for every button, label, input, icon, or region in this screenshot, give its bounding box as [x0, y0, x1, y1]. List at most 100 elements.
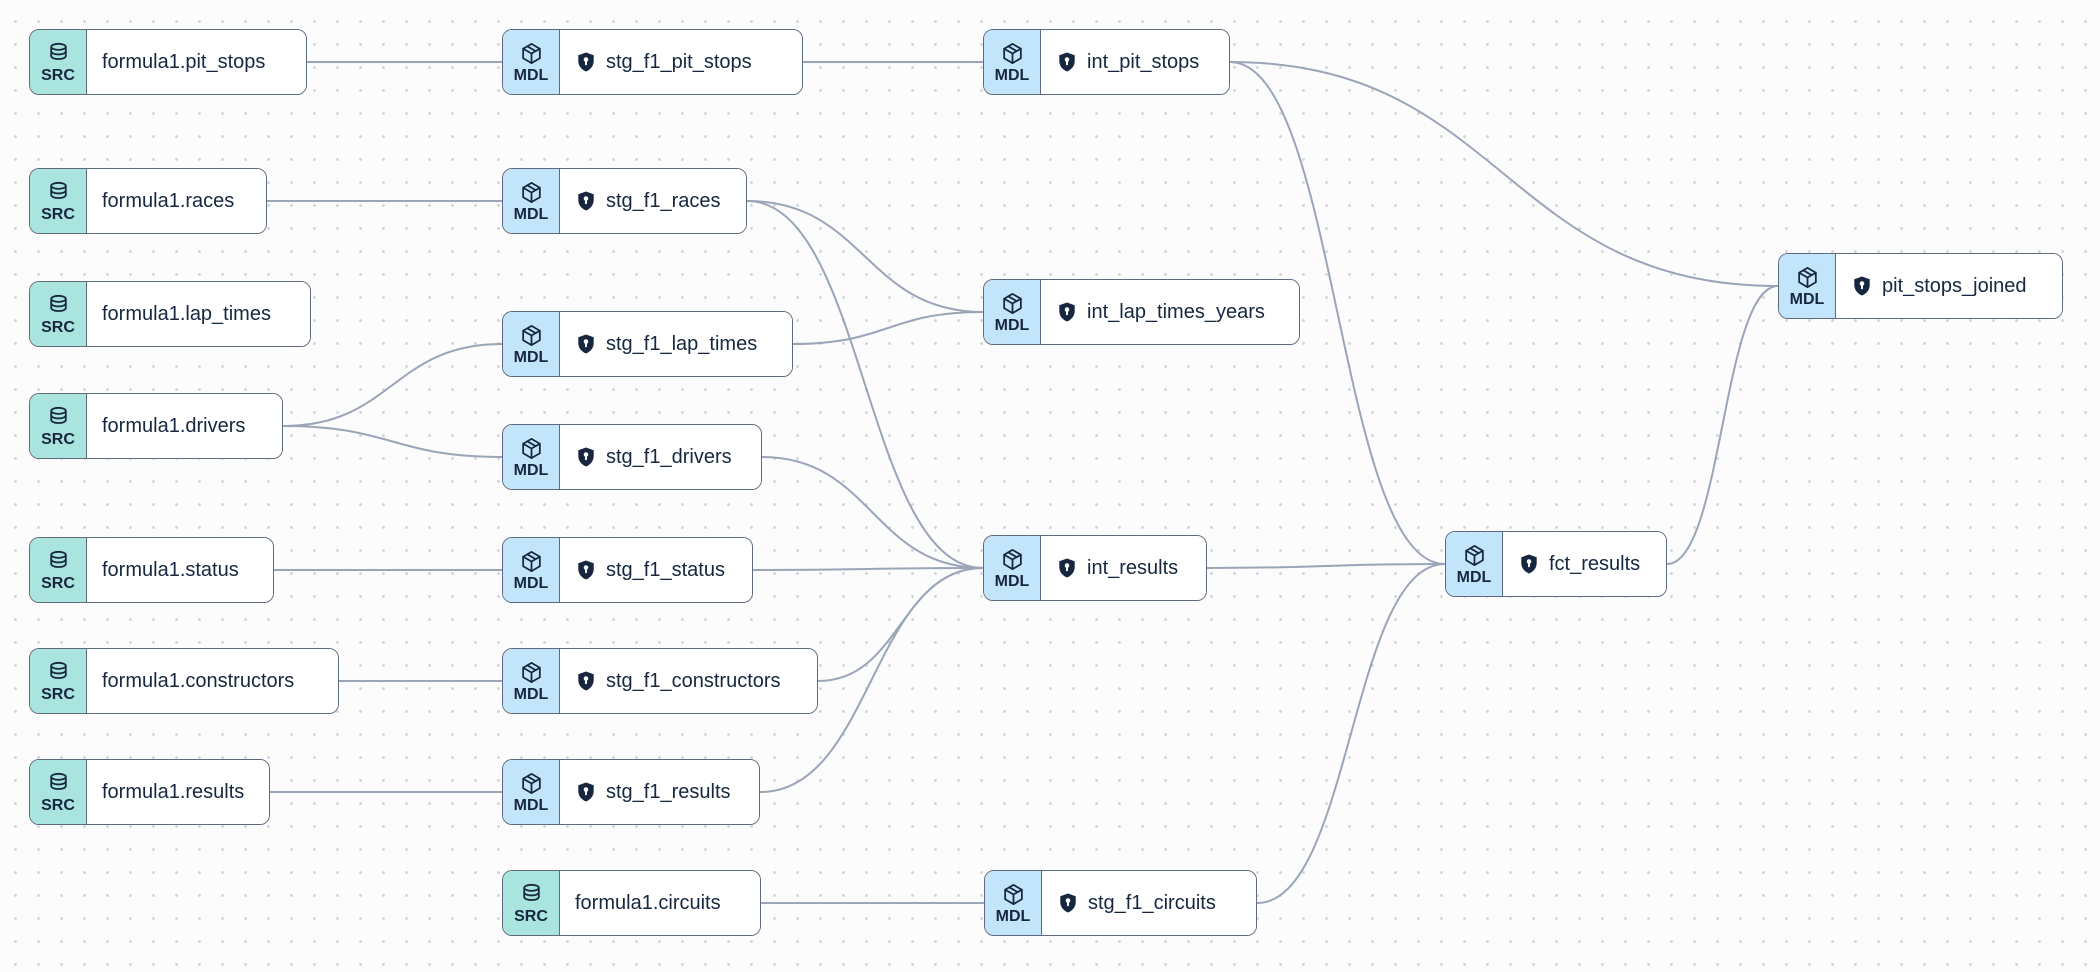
node-name-label: stg_f1_constructors [606, 669, 781, 692]
edge-fct_results-to-pit_stops_joined [1666, 285, 1779, 565]
node-body: formula1.races [87, 169, 266, 233]
node-stg_f1_races[interactable]: MDL stg_f1_races [502, 168, 747, 234]
node-body: stg_f1_pit_stops [560, 30, 802, 94]
edge-stg_f1_status-to-int_results [752, 567, 984, 571]
mdl-type-badge: MDL [1446, 532, 1503, 596]
node-type-label: SRC [41, 574, 75, 592]
node-type-label: MDL [513, 574, 549, 592]
node-name-label: formula1.lap_times [102, 302, 271, 325]
mdl-type-badge: MDL [503, 169, 560, 233]
node-stg_f1_pit_stops[interactable]: MDL stg_f1_pit_stops [502, 29, 803, 95]
node-body: fct_results [1503, 532, 1666, 596]
node-int_pit_stops[interactable]: MDL int_pit_stops [983, 29, 1230, 95]
node-body: formula1.constructors [87, 649, 338, 713]
mdl-type-badge: MDL [503, 425, 560, 489]
node-body: stg_f1_circuits [1042, 871, 1256, 935]
node-stg_f1_results[interactable]: MDL stg_f1_results [502, 759, 760, 825]
node-body: stg_f1_lap_times [560, 312, 792, 376]
edge-int_pit_stops-to-pit_stops_joined [1229, 61, 1779, 287]
mdl-type-badge: MDL [984, 536, 1041, 600]
node-type-label: MDL [513, 348, 549, 366]
node-body: formula1.drivers [87, 394, 282, 458]
node-stg_f1_drivers[interactable]: MDL stg_f1_drivers [502, 424, 762, 490]
node-type-label: MDL [513, 461, 549, 479]
src-type-badge: SRC [30, 649, 87, 713]
node-stg_f1_status[interactable]: MDL stg_f1_status [502, 537, 753, 603]
edge-stg_f1_drivers-to-int_results [761, 456, 984, 569]
node-type-label: MDL [513, 685, 549, 703]
src-type-badge: SRC [503, 871, 560, 935]
shield-lock-icon [1518, 553, 1540, 575]
database-icon [519, 882, 544, 907]
edge-stg_f1_races-to-int_lap_times_years [746, 200, 984, 313]
src-type-badge: SRC [30, 169, 87, 233]
edge-stg_f1_races-to-int_results [746, 200, 984, 569]
node-name-label: stg_f1_results [606, 780, 731, 803]
node-stg_f1_lap_times[interactable]: MDL stg_f1_lap_times [502, 311, 793, 377]
node-name-label: stg_f1_lap_times [606, 332, 758, 355]
node-type-label: SRC [514, 907, 548, 925]
node-stg_f1_circuits[interactable]: MDL stg_f1_circuits [984, 870, 1257, 936]
node-pit_stops_joined[interactable]: MDL pit_stops_joined [1778, 253, 2063, 319]
shield-lock-icon [575, 670, 597, 692]
src-type-badge: SRC [30, 394, 87, 458]
cube-icon [519, 549, 544, 574]
node-formula1.circuits[interactable]: SRC formula1.circuits [502, 870, 761, 936]
cube-icon [519, 323, 544, 348]
mdl-type-badge: MDL [985, 871, 1042, 935]
cube-icon [1795, 265, 1820, 290]
mdl-type-badge: MDL [503, 312, 560, 376]
database-icon [46, 180, 71, 205]
node-int_results[interactable]: MDL int_results [983, 535, 1207, 601]
shield-lock-icon [575, 559, 597, 581]
node-name-label: formula1.circuits [575, 891, 721, 914]
shield-lock-icon [575, 333, 597, 355]
edge-int_pit_stops-to-fct_results [1229, 61, 1446, 565]
database-icon [46, 293, 71, 318]
shield-lock-icon [1056, 557, 1078, 579]
database-icon [46, 549, 71, 574]
node-type-label: SRC [41, 205, 75, 223]
cube-icon [1462, 543, 1487, 568]
edge-stg_f1_results-to-int_results [759, 567, 984, 793]
node-body: stg_f1_drivers [560, 425, 761, 489]
node-int_lap_times_years[interactable]: MDL int_lap_times_years [983, 279, 1300, 345]
node-body: formula1.circuits [560, 871, 760, 935]
node-body: formula1.results [87, 760, 269, 824]
database-icon [46, 41, 71, 66]
node-formula1.constructors[interactable]: SRC formula1.constructors [29, 648, 339, 714]
mdl-type-badge: MDL [503, 760, 560, 824]
node-body: int_lap_times_years [1041, 280, 1299, 344]
edge-stg_f1_circuits-to-fct_results [1256, 563, 1446, 904]
node-type-label: SRC [41, 430, 75, 448]
node-formula1.drivers[interactable]: SRC formula1.drivers [29, 393, 283, 459]
node-stg_f1_constructors[interactable]: MDL stg_f1_constructors [502, 648, 818, 714]
node-type-label: SRC [41, 318, 75, 336]
node-formula1.races[interactable]: SRC formula1.races [29, 168, 267, 234]
shield-lock-icon [575, 190, 597, 212]
node-type-label: MDL [513, 66, 549, 84]
mdl-type-badge: MDL [503, 649, 560, 713]
edge-formula1.drivers-to-stg_f1_lap_times [282, 343, 503, 427]
node-type-label: MDL [994, 572, 1030, 590]
node-name-label: stg_f1_status [606, 558, 725, 581]
node-name-label: stg_f1_pit_stops [606, 50, 752, 73]
node-name-label: stg_f1_races [606, 189, 721, 212]
src-type-badge: SRC [30, 538, 87, 602]
node-body: pit_stops_joined [1836, 254, 2062, 318]
node-body: stg_f1_races [560, 169, 746, 233]
node-formula1.lap_times[interactable]: SRC formula1.lap_times [29, 281, 311, 347]
mdl-type-badge: MDL [503, 538, 560, 602]
node-name-label: stg_f1_drivers [606, 445, 732, 468]
node-name-label: formula1.constructors [102, 669, 295, 692]
node-type-label: MDL [1456, 568, 1492, 586]
src-type-badge: SRC [30, 30, 87, 94]
cube-icon [519, 41, 544, 66]
node-fct_results[interactable]: MDL fct_results [1445, 531, 1667, 597]
node-type-label: MDL [513, 796, 549, 814]
